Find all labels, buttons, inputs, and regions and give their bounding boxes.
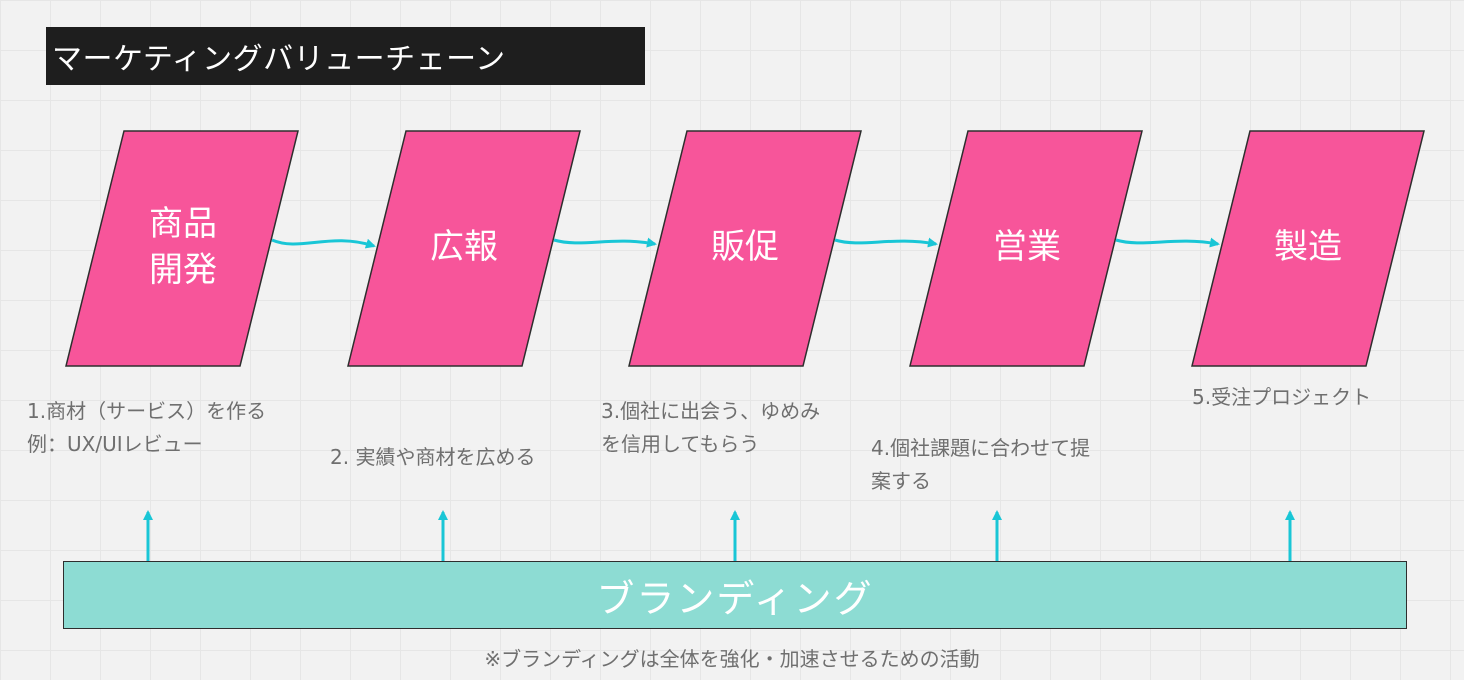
diagram-title: マーケティングバリューチェーン: [46, 27, 645, 85]
connector-arrow-1-2[interactable]: [271, 238, 376, 249]
stage-label-promotion: 販促: [711, 227, 779, 268]
branding-bar[interactable]: ブランディング: [63, 561, 1407, 629]
stage-shape-pr[interactable]: [347, 130, 581, 367]
stage-label-manufacturing: 製造: [1274, 227, 1342, 268]
stage-shape-promotion[interactable]: [628, 130, 862, 367]
connector-arrow-3-4[interactable]: [834, 237, 938, 248]
connector-arrow-4-5[interactable]: [1115, 237, 1220, 248]
stage-label-product-dev: 商品 開発: [149, 204, 217, 290]
stage-description-pr: 2. 実績や商材を広める: [330, 445, 536, 469]
stage-shape-product-dev[interactable]: [65, 130, 299, 367]
stage-description-manufacturing: 5.受注プロジェクト: [1192, 385, 1372, 409]
stage-label-pr: 広報: [430, 227, 498, 268]
stage-label-sales: 営業: [993, 227, 1061, 268]
stage-shape-manufacturing[interactable]: [1191, 130, 1425, 367]
diagram-title-text: マーケティングバリューチェーン: [52, 42, 506, 77]
stage-description-sales: 4.個社課題に合わせて提 案する: [871, 436, 1091, 493]
stage-shape-sales[interactable]: [909, 130, 1143, 367]
stage-description-product-dev: 1.商材（サービス）を作る 例：UX/UIレビュー: [27, 399, 267, 456]
branding-footnote: ※ブランディングは全体を強化・加速させるための活動: [484, 647, 980, 671]
connector-arrow-2-3[interactable]: [553, 237, 657, 248]
branding-label: ブランディング: [596, 576, 874, 621]
stage-description-promotion: 3.個社に出会う、ゆめみ を信用してもらう: [601, 399, 821, 456]
